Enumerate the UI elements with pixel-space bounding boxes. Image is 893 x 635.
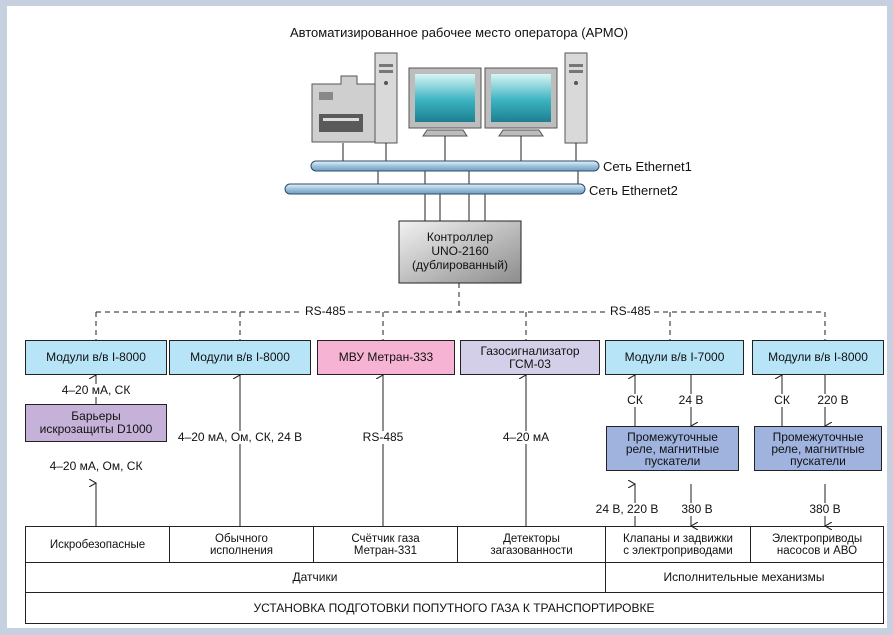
- signal-label: 220 В: [817, 393, 849, 407]
- field-device-cell: Счётчик газа Метран-331: [314, 527, 458, 562]
- diagram-canvas: Автоматизированное рабочее место операто…: [7, 6, 887, 628]
- footer-title: УСТАНОВКА ПОДГОТОВКИ ПОПУТНОГО ГАЗА К ТР…: [253, 601, 655, 615]
- module-box: Модули в/в I-8000: [752, 340, 884, 375]
- barrier-line2: искрозащиты D1000: [39, 422, 153, 436]
- relay-box: Промежуточные реле, магнитные пускатели: [754, 426, 882, 471]
- relay-line1: Промежуточные: [772, 429, 864, 444]
- signal-label: 380 В: [809, 502, 841, 516]
- ethernet2-bus: [284, 183, 586, 195]
- controller-line2: UNO-2160: [431, 244, 489, 258]
- module-label: Модули в/в I-7000: [624, 350, 725, 364]
- controller-line1: Контроллер: [426, 230, 494, 244]
- field-device-cell: Клапаны и задвижки с электроприводами: [606, 527, 751, 562]
- monitor-icon: [484, 67, 558, 137]
- module-label-line2: ГСМ-03: [509, 356, 551, 371]
- signal-label: 24 В: [678, 393, 704, 407]
- field-device-cell: Детекторы загазованности: [458, 527, 606, 562]
- relay-line3: пускатели: [790, 453, 846, 468]
- signal-label: 4–20 мА, СК: [61, 383, 131, 397]
- module-label-line1: Газосигнализатор: [480, 343, 580, 358]
- signal-label: СК: [774, 393, 790, 407]
- field-device-cell: Искробезопасные: [26, 527, 170, 562]
- controller-line3: (дублированный): [411, 258, 509, 272]
- module-label: МВУ Метран-333: [338, 350, 434, 364]
- relay-box: Промежуточные реле, магнитные пускатели: [606, 426, 739, 471]
- ethernet1-bus: [310, 160, 600, 172]
- barrier-box: Барьеры искрозащиты D1000: [25, 404, 167, 442]
- group-actuators-label: Исполнительные механизмы: [663, 570, 825, 584]
- signal-label: 4–20 мА: [502, 430, 550, 444]
- printer-icon: [311, 75, 376, 143]
- module-label: Модули в/в I-8000: [768, 350, 868, 364]
- module-box: Модули в/в I-7000: [605, 340, 744, 375]
- module-label: Модули в/в I-8000: [190, 350, 290, 364]
- ethernet1-label: Сеть Ethernet1: [603, 159, 692, 174]
- relay-line1: Промежуточные: [627, 429, 718, 444]
- signal-label: RS-485: [362, 430, 404, 444]
- system-unit-icon: [374, 52, 398, 144]
- system-unit-icon: [564, 52, 588, 144]
- group-sensors-label: Датчики: [292, 570, 338, 584]
- module-box: МВУ Метран-333: [317, 340, 455, 375]
- relay-line3: пускатели: [644, 453, 701, 468]
- bottom-table-frame: [25, 526, 884, 624]
- rs485-left-label: RS-485: [303, 304, 348, 318]
- module-box: Модули в/в I-8000: [25, 340, 167, 375]
- field-device-cell: Обычного исполнения: [170, 527, 314, 562]
- signal-label: СК: [627, 393, 643, 407]
- relay-line2: реле, магнитные: [771, 441, 865, 456]
- page-title: Автоматизированное рабочее место операто…: [289, 25, 629, 40]
- signal-label: 24 В, 220 В: [595, 502, 659, 516]
- relay-line2: реле, магнитные: [625, 441, 720, 456]
- ethernet2-label: Сеть Ethernet2: [589, 183, 678, 198]
- module-label: Модули в/в I-8000: [46, 350, 146, 364]
- signal-label: 4–20 мА, Ом, СК, 24 В: [177, 430, 303, 444]
- signal-label: 380 В: [681, 502, 713, 516]
- signal-label: 4–20 мА, Ом, СК: [49, 459, 143, 473]
- diagram-lines: [25, 52, 884, 624]
- rs485-right-label: RS-485: [608, 304, 653, 318]
- field-device-cell: Электроприводы насосов и АВО: [771, 532, 863, 557]
- controller-box: [398, 220, 522, 284]
- module-box: Модули в/в I-8000: [169, 340, 311, 375]
- monitor-icon: [408, 67, 482, 137]
- barrier-line1: Барьеры: [71, 409, 121, 423]
